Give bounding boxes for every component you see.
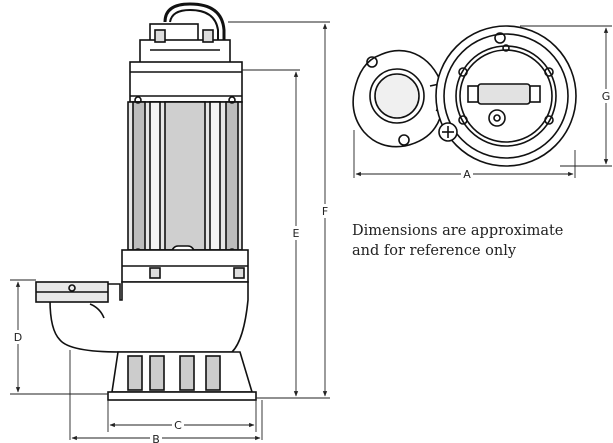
pump-top-view (352, 25, 577, 167)
dim-label-b: B (152, 433, 160, 443)
dim-label-g: G (602, 90, 611, 103)
dim-label-f: F (322, 205, 328, 218)
dimension-labels: F E D C B A G (12, 89, 613, 443)
reference-note: Dimensions are approximate and for refer… (352, 221, 607, 261)
dim-label-a: A (463, 168, 471, 181)
dim-label-e: E (293, 227, 300, 240)
dim-label-d: D (14, 331, 22, 344)
dim-label-c: C (174, 419, 182, 432)
pump-side-view (35, 2, 257, 401)
reference-note-line-2: and for reference only (352, 243, 517, 259)
reference-note-line-1: Dimensions are approximate (352, 223, 564, 239)
